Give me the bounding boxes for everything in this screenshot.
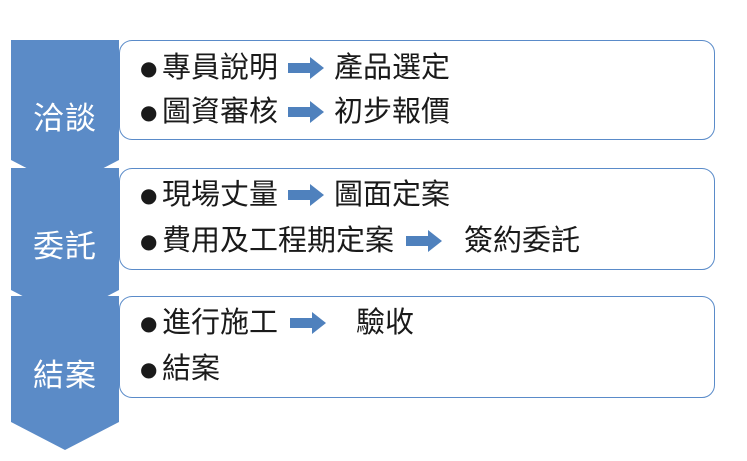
phase-box-negotiation: ● 專員說明 產品選定 ● 圖資審核 初步報價: [119, 40, 715, 140]
list-item: ● 現場丈量 圖面定案: [140, 180, 450, 209]
right-arrow-icon: [288, 56, 325, 79]
phase-chevron-3: [11, 296, 119, 450]
bullet-dot: ●: [140, 55, 158, 80]
bullet-dot: ●: [140, 356, 158, 381]
right-arrow-icon: [290, 311, 327, 334]
right-arrow-icon: [288, 100, 325, 123]
bullet-dot: ●: [140, 99, 158, 124]
right-arrow-icon: [406, 229, 443, 252]
list-item: ● 專員說明 產品選定: [140, 53, 450, 82]
list-item: ● 圖資審核 初步報價: [140, 97, 450, 126]
step-text: 現場丈量: [162, 177, 279, 211]
phase-chevron-1: [11, 40, 119, 188]
list-item: ● 進行施工 驗收: [140, 308, 414, 337]
step-text: 結案: [162, 351, 221, 385]
phase-chevron-2: [11, 168, 119, 318]
step-target: 產品選定: [334, 50, 451, 84]
bullet-dot: ●: [140, 310, 158, 335]
step-text: 圖資審核: [162, 94, 279, 128]
step-text: 費用及工程期定案: [162, 223, 395, 257]
phase-label-closing: 結案: [33, 358, 97, 394]
phase-label-negotiation: 洽談: [33, 101, 97, 137]
phase-box-commission: ● 現場丈量 圖面定案 ● 費用及工程期定案 簽約委託: [119, 168, 715, 270]
step-target: 圖面定案: [334, 177, 451, 211]
list-item: ● 結案: [140, 354, 220, 383]
bullet-dot: ●: [140, 228, 158, 253]
phase-label-commission: 委託: [33, 229, 97, 265]
list-item: ● 費用及工程期定案 簽約委託: [140, 226, 580, 255]
bullet-dot: ●: [140, 182, 158, 207]
step-target: 簽約委託: [464, 223, 581, 257]
phase-box-closing: ● 進行施工 驗收 ● 結案: [119, 296, 715, 398]
step-text: 專員說明: [162, 50, 279, 84]
right-arrow-icon: [288, 183, 325, 206]
step-text: 進行施工: [162, 305, 279, 339]
step-target: 初步報價: [334, 94, 451, 128]
step-target: 驗收: [356, 305, 415, 339]
